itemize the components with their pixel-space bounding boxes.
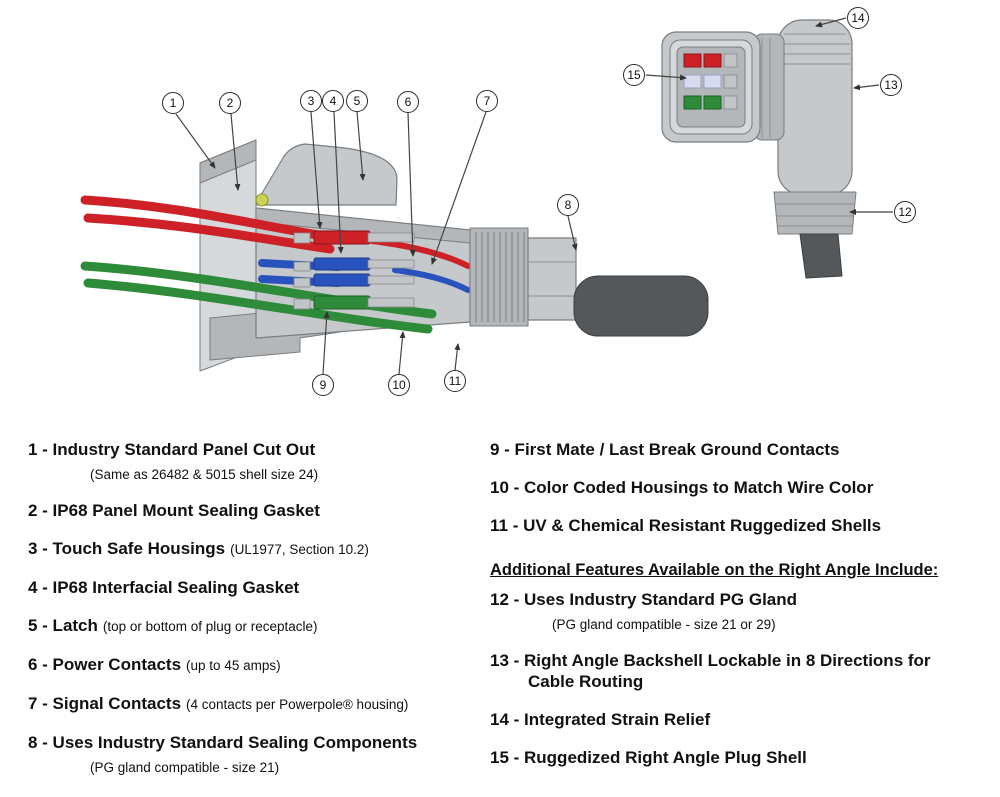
legend-item-sub: (Same as 26482 & 5015 shell size 24) — [90, 467, 319, 482]
callout-10: 10 — [388, 374, 410, 396]
legend-item-label: 1 - Industry Standard Panel Cut Out — [28, 440, 316, 459]
legend-item: 7 - Signal Contacts (4 contacts per Power… — [28, 693, 475, 715]
right-angle-features-heading: Additional Features Available on the Rig… — [490, 561, 939, 579]
legend-item-label: 9 - First Mate / Last Break Ground Conta… — [490, 440, 840, 459]
legend-right-column: 9 - First Mate / Last Break Ground Conta… — [490, 431, 976, 785]
callout-1: 1 — [162, 92, 184, 114]
legend-left-column: 1 - Industry Standard Panel Cut Out (Sam… — [28, 433, 475, 793]
legend-item: 1 - Industry Standard Panel Cut Out (Sam… — [28, 439, 475, 483]
pg-gland-nut — [773, 191, 857, 235]
blue-wire — [392, 267, 471, 293]
contact-housings — [293, 230, 415, 310]
cable — [573, 275, 709, 337]
callout-11: 11 — [444, 370, 466, 392]
strain-relief-ribs — [780, 33, 850, 65]
legend-item: 13 - Right Angle Backshell Lockable in 8… — [490, 650, 976, 692]
legend-item-note: (4 contacts per Powerpole® housing) — [186, 697, 409, 712]
legend-item-sub: (PG gland compatible - size 21) — [90, 760, 280, 775]
panel-mount-connector-illustration — [80, 139, 709, 372]
legend-item-label: 10 - Color Coded Housings to Match Wire … — [490, 478, 874, 497]
legend-item: 5 - Latch (top or bottom of plug or recep… — [28, 615, 475, 637]
legend-item-note: (up to 45 amps) — [186, 658, 281, 673]
legend-item-label: 14 - Integrated Strain Relief — [490, 710, 711, 729]
green-wire — [80, 261, 437, 319]
plug-cable — [799, 233, 843, 279]
callout-2: 2 — [219, 92, 241, 114]
legend-item: 12 - Uses Industry Standard PG Gland (PG… — [490, 589, 976, 633]
screw-head — [255, 193, 269, 207]
red-wire — [80, 195, 335, 242]
callout-7: 7 — [476, 90, 498, 112]
legend-item-label: 12 - Uses Industry Standard PG Gland — [490, 590, 798, 609]
legend-item-note: (top or bottom of plug or receptacle) — [102, 619, 318, 634]
legend-item-label: 6 - Power Contacts — [28, 655, 182, 674]
legend-item-label: 2 - IP68 Panel Mount Sealing Gasket — [28, 501, 320, 520]
legend-item: 3 - Touch Safe Housings (UL1977, Section … — [28, 538, 475, 560]
callout-3: 3 — [300, 90, 322, 112]
callout-5: 5 — [346, 90, 368, 112]
legend-item: 10 - Color Coded Housings to Match Wire … — [490, 477, 976, 498]
callout-8: 8 — [557, 194, 579, 216]
callout-15: 15 — [623, 64, 645, 86]
green-wire — [83, 278, 433, 334]
panel-gasket — [199, 139, 257, 184]
callout-12: 12 — [894, 201, 916, 223]
legend-item-label: 8 - Uses Industry Standard Sealing Compo… — [28, 733, 418, 752]
legend-item: 11 - UV & Chemical Resistant Ruggedized … — [490, 515, 976, 536]
legend-item-label: 15 - Ruggedized Right Angle Plug Shell — [490, 748, 807, 767]
legend-item-label: 11 - UV & Chemical Resistant Ruggedized … — [490, 516, 882, 535]
right-angle-plug-illustration — [661, 19, 857, 279]
legend-item-note: (UL1977, Section 10.2) — [230, 542, 369, 557]
latch — [254, 143, 398, 206]
callout-9: 9 — [312, 374, 334, 396]
callout-13: 13 — [880, 74, 902, 96]
legend-item-label: 7 - Signal Contacts — [28, 694, 182, 713]
legend-item: 4 - IP68 Interfacial Sealing Gasket — [28, 577, 475, 598]
legend-item: 2 - IP68 Panel Mount Sealing Gasket — [28, 500, 475, 521]
callout-14: 14 — [847, 7, 869, 29]
legend-item: 6 - Power Contacts (up to 45 amps) — [28, 654, 475, 676]
red-wire — [369, 238, 471, 269]
coupling-nut — [527, 237, 577, 321]
legend-item-label: 5 - Latch — [28, 616, 98, 635]
legend-item-sub: (PG gland compatible - size 21 or 29) — [552, 617, 776, 632]
plug-contacts — [683, 53, 738, 110]
red-wire — [83, 213, 335, 254]
callout-4: 4 — [322, 90, 344, 112]
diagram-canvas — [80, 17, 893, 375]
legend-item: 9 - First Mate / Last Break Ground Conta… — [490, 439, 976, 460]
callout-leader-lines — [175, 17, 893, 375]
threaded-section — [469, 227, 529, 327]
thread-ribs — [475, 232, 525, 322]
legend-item-label: 3 - Touch Safe Housings — [28, 539, 226, 558]
legend-item: 15 - Ruggedized Right Angle Plug Shell — [490, 747, 976, 768]
legend-item: 8 - Uses Industry Standard Sealing Compo… — [28, 732, 475, 776]
callout-6: 6 — [397, 91, 419, 113]
legend-item-label: 13 - Right Angle Backshell Lockable in 8… — [490, 651, 931, 691]
plug-body — [777, 19, 853, 196]
legend-item: 14 - Integrated Strain Relief — [490, 709, 976, 730]
legend-item-label: 4 - IP68 Interfacial Sealing Gasket — [28, 578, 300, 597]
